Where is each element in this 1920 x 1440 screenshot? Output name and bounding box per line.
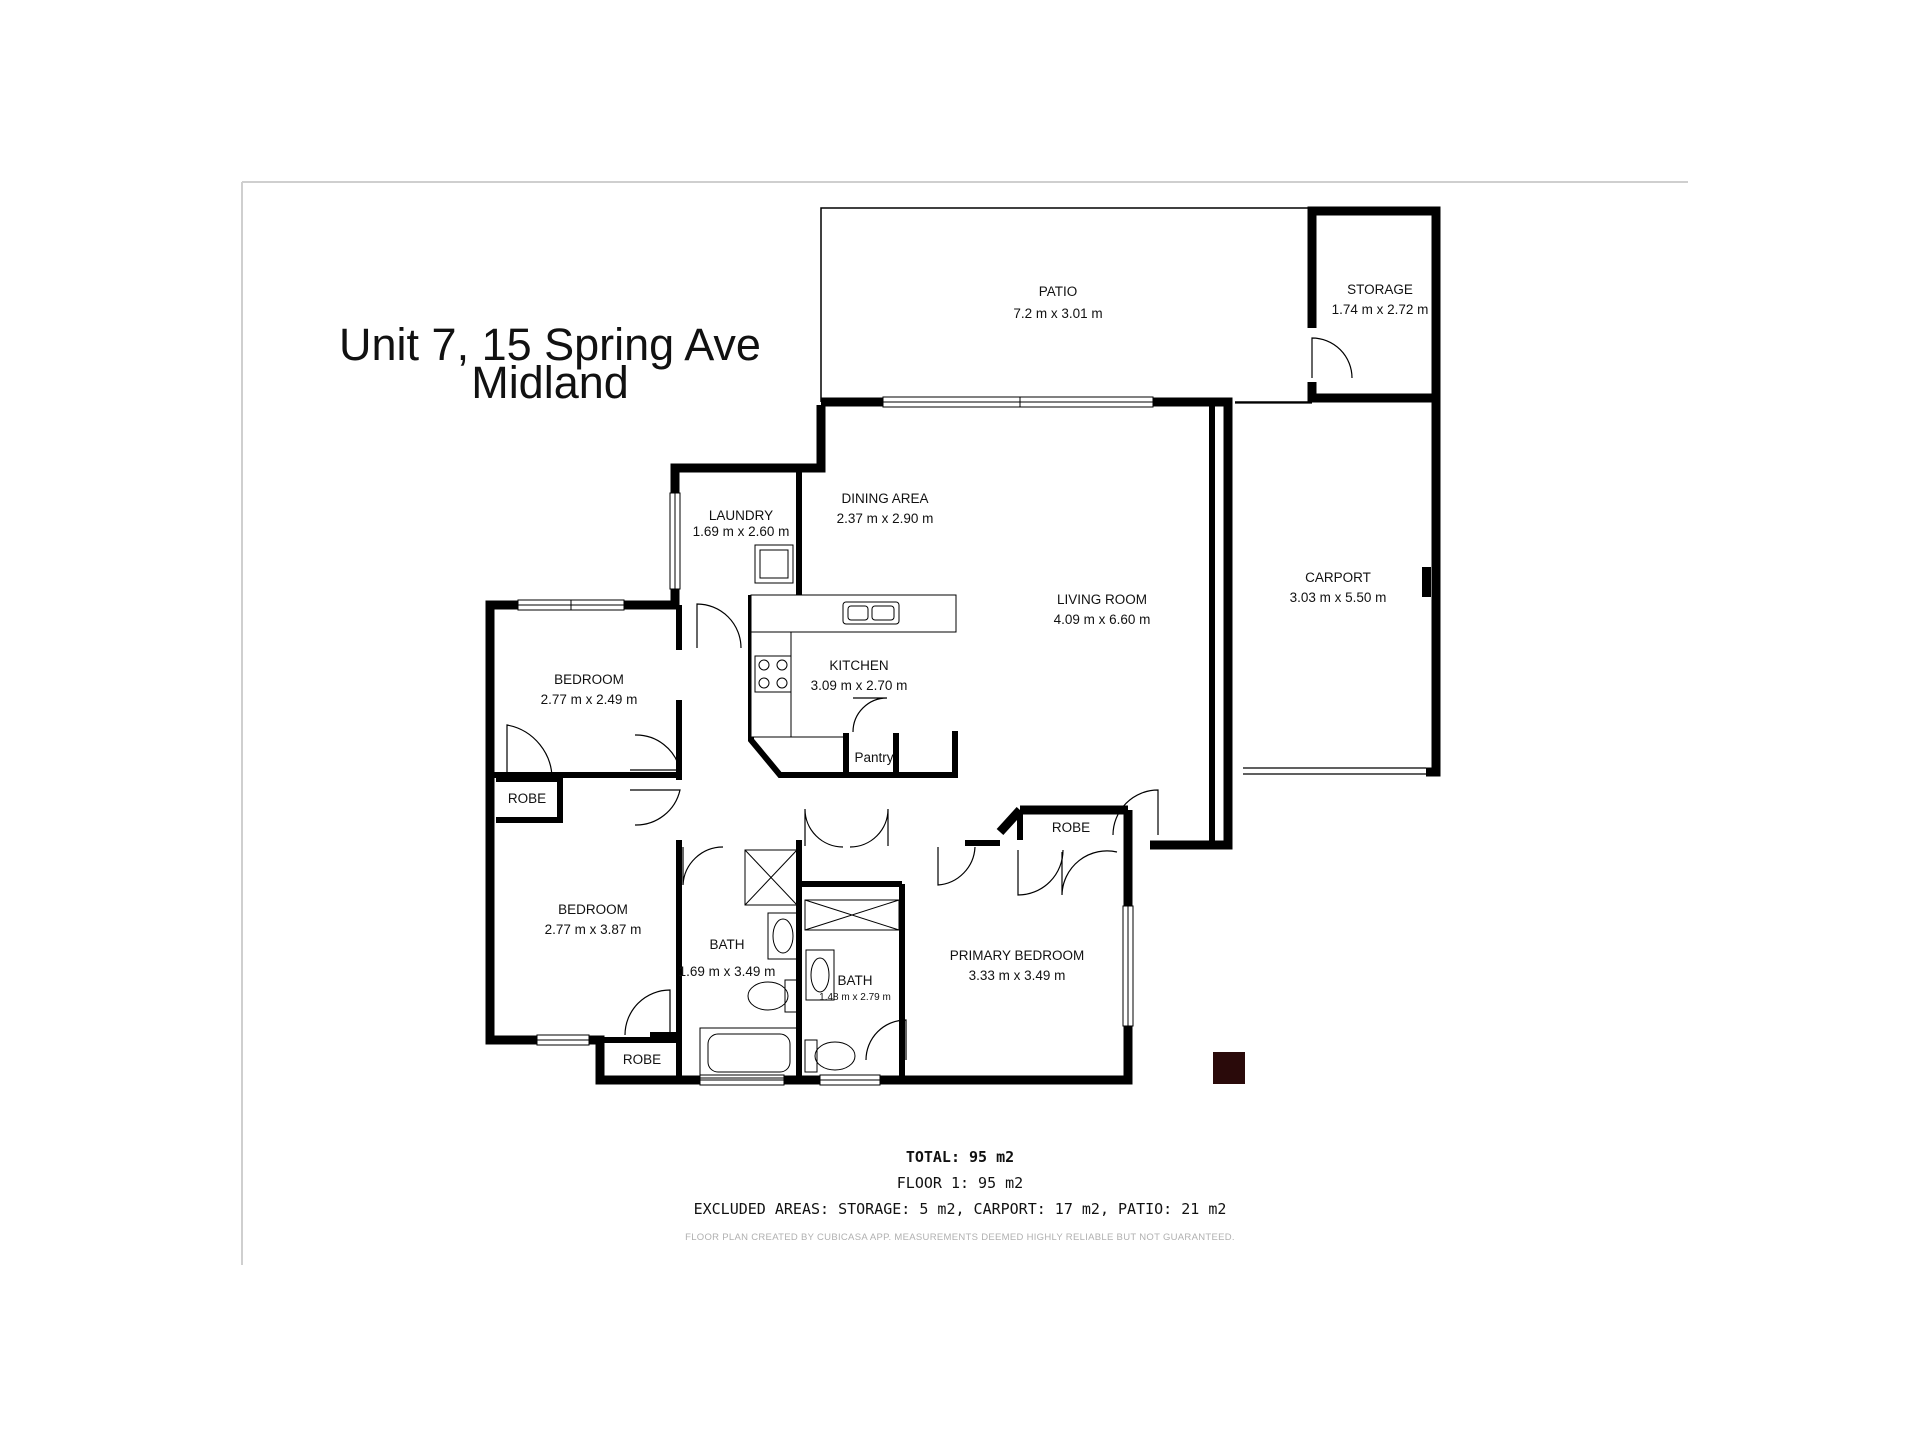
bath-2-dims: 1.48 m x 2.79 m [819,992,891,1003]
storage-label: STORAGE [1347,282,1413,297]
bath-1-label: BATH [709,937,744,952]
carport-walls [1235,398,1441,777]
vanity-2-icon [805,949,835,1001]
primary-bedroom-label: PRIMARY BEDROOM [950,948,1085,963]
living-dims: 4.09 m x 6.60 m [1054,612,1151,627]
patio-label: PATIO [1039,284,1078,299]
carport-label: CARPORT [1305,570,1371,585]
robe-1-label: ROBE [508,791,546,806]
bedroom-2-dims: 2.77 m x 3.87 m [545,922,642,937]
carport-dims: 3.03 m x 5.50 m [1290,590,1387,605]
vanity-icon [767,912,799,960]
shower-icon [744,849,798,906]
credit-note: FLOOR PLAN CREATED BY CUBICASA APP. MEAS… [685,1232,1235,1243]
toilet-icon [747,979,798,1013]
shower-2-icon [804,899,900,931]
bathtub-icon [699,1027,799,1079]
sink-icon [842,601,900,625]
storage-walls [1307,206,1441,403]
living-label: LIVING ROOM [1057,592,1147,607]
pantry-label: Pantry [854,750,893,765]
patio-dims: 7.2 m x 3.01 m [1013,306,1102,321]
robe-3-label: ROBE [1052,820,1090,835]
laundry-tub-icon [754,544,794,584]
toilet-2-icon [804,1039,856,1073]
bedroom-1-dims: 2.77 m x 2.49 m [541,692,638,707]
kitchen-label: KITCHEN [829,658,888,673]
bedroom-1-label: BEDROOM [554,672,624,687]
patio-outline [820,207,1308,403]
dining-label: DINING AREA [841,491,928,506]
laundry-dims: 1.69 m x 2.60 m [693,524,790,539]
laundry-label: LAUNDRY [709,508,773,523]
bath-1-dims: 1.69 m x 3.49 m [679,964,776,979]
bath-2-label: BATH [837,973,872,988]
kitchen-dims: 3.09 m x 2.70 m [811,678,908,693]
robe-2-label: ROBE [623,1052,661,1067]
excluded-areas: EXCLUDED AREAS: STORAGE: 5 m2, CARPORT: … [693,1200,1227,1218]
windows [517,396,1154,1086]
floor-1-area: FLOOR 1: 95 m2 [896,1174,1024,1192]
stove-icon [754,655,792,693]
storage-dims: 1.74 m x 2.72 m [1332,302,1429,317]
primary-bedroom-dims: 3.33 m x 3.49 m [969,968,1066,983]
total-area: TOTAL: 95 m2 [905,1148,1015,1166]
address-line-1: Unit 7, 15 Spring Ave [339,319,761,370]
marker-square [1213,1052,1245,1084]
address-line-2: Midland [471,357,629,408]
kitchen-bench [750,594,957,738]
bedroom-2-label: BEDROOM [558,902,628,917]
dining-dims: 2.37 m x 2.90 m [837,511,934,526]
door-swings [506,603,1159,1061]
